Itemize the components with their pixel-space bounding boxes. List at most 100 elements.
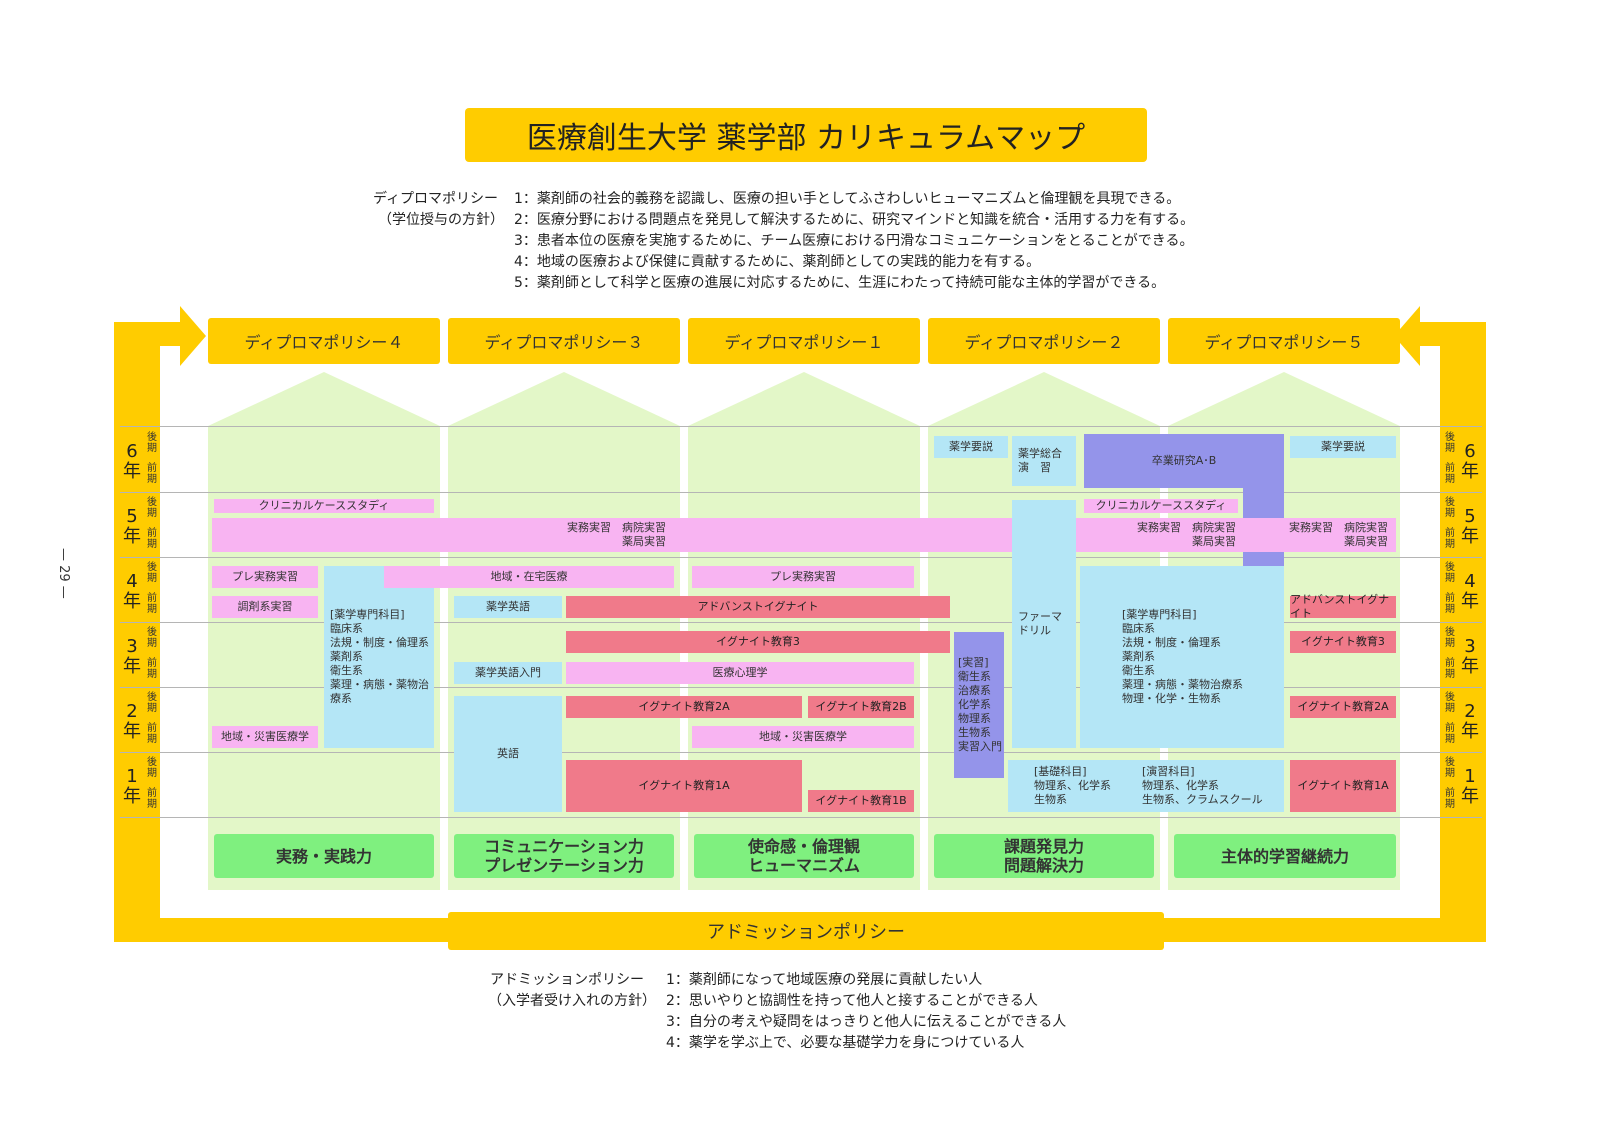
semester-early: 前期 bbox=[147, 528, 157, 550]
course-sogo-ensyu: 薬学総合 演 習 bbox=[1012, 436, 1076, 486]
year-label-6: 6年 bbox=[123, 441, 141, 482]
course-eigo-nyumon: 薬学英語入門 bbox=[454, 662, 562, 684]
grid-line bbox=[120, 622, 1482, 623]
course-yakugaku-eigo: 薬学英語 bbox=[454, 596, 562, 618]
competency-dp3: コミュニケーション力 プレゼンテーション力 bbox=[454, 834, 674, 878]
frame-left-bar bbox=[114, 322, 160, 942]
grid-line bbox=[120, 426, 1482, 427]
course-chiiki-saigai: 地域・災害医療学 bbox=[212, 726, 318, 748]
course-label: 物理系、化学系 bbox=[1034, 779, 1111, 792]
course-label: 衛生系 bbox=[958, 670, 991, 683]
admission-policy-item-3: 3：自分の考えや疑問をはっきりと他人に伝えることができる人 bbox=[666, 1014, 1067, 1030]
course-label: 化学系 bbox=[958, 698, 991, 711]
arrow-right-icon bbox=[180, 306, 206, 366]
course-ignite-2a-dp5: イグナイト教育2A bbox=[1290, 696, 1396, 718]
course-iryo-shinri: 医療心理学 bbox=[566, 662, 914, 684]
year-label-1: 1年 bbox=[123, 766, 141, 807]
course-label: 生物系、クラムスクール bbox=[1142, 793, 1263, 806]
frame-top-right-bar bbox=[1416, 322, 1486, 346]
semester-early: 前期 bbox=[147, 788, 157, 810]
competency-dp4: 実務・実践力 bbox=[214, 834, 434, 878]
competency-label: プレゼンテーション力 bbox=[484, 856, 644, 875]
diploma-policy-item-2: 2：医療分野における問題点を発見して解決するために、研究マインドと知識を統合・活… bbox=[514, 212, 1195, 228]
course-label: 物理系 bbox=[958, 712, 991, 725]
page-title: 医療創生大学 薬学部 カリキュラムマップ bbox=[465, 108, 1147, 162]
course-label: 薬局実習 bbox=[1344, 535, 1388, 548]
course-label: クリニカルケーススタディ bbox=[258, 499, 390, 512]
semester-late: 後期 bbox=[147, 562, 157, 584]
column-header-dp5: ディプロマポリシー５ bbox=[1168, 318, 1400, 364]
course-label: 演 習 bbox=[1018, 461, 1051, 474]
semester-late: 後期 bbox=[147, 627, 157, 649]
course-ignite-3: イグナイト教育3 bbox=[566, 631, 950, 653]
course-label: 卒業研究A･B bbox=[1151, 454, 1217, 467]
course-label: 実習入門 bbox=[958, 740, 1002, 753]
semester-early: 前期 bbox=[147, 723, 157, 745]
course-label: 薬学英語 bbox=[486, 600, 530, 613]
column-header-dp1: ディプロマポリシー１ bbox=[688, 318, 920, 364]
course-senmon-kamoku: [薬学専門科目] 臨床系 法規・制度・倫理系 薬剤系 衛生系 薬理・病態・薬物治… bbox=[324, 566, 434, 748]
course-label: [薬学専門科目] bbox=[330, 608, 405, 621]
column-roof-4 bbox=[928, 372, 1160, 426]
grid-line bbox=[120, 557, 1482, 558]
competency-label: コミュニケーション力 bbox=[484, 837, 644, 856]
course-label: 英語 bbox=[497, 747, 519, 760]
grid-line bbox=[120, 492, 1482, 493]
competency-label: 実務・実践力 bbox=[275, 846, 372, 866]
course-jitsumu-jisshu-dp5: 実務実習 病院実習 薬局実習 bbox=[1284, 518, 1396, 552]
year-label-5: 5年 bbox=[123, 506, 141, 547]
year-label-2: 2年 bbox=[123, 701, 141, 742]
diploma-policy-item-4: 4：地域の医療および保健に貢献するために、薬剤師としての実践的能力を有する。 bbox=[514, 254, 1041, 270]
course-label: 物理系、化学系 bbox=[1142, 779, 1219, 792]
year-label-3: 3年 bbox=[123, 636, 141, 677]
course-eigo: 英語 bbox=[454, 696, 562, 812]
course-jitsumu-jisshu: 実務実習 病院実習 薬局実習 bbox=[212, 518, 1012, 552]
course-clinical-case-study-dp2: クリニカルケーススタディ bbox=[1084, 499, 1238, 513]
course-label: 地域・在宅医療 bbox=[490, 570, 568, 583]
semester-early: 前期 bbox=[1445, 463, 1455, 485]
course-label: アドバンストイグナイト bbox=[1290, 593, 1390, 620]
course-label: 生物系 bbox=[1034, 793, 1067, 806]
competency-label: ヒューマニズム bbox=[747, 856, 860, 875]
semester-early: 前期 bbox=[147, 593, 157, 615]
semester-early: 前期 bbox=[1445, 528, 1455, 550]
competency-label: 課題発見力 bbox=[1003, 837, 1084, 856]
course-label: 臨床系 bbox=[1122, 622, 1155, 635]
year-label-1-right: 1年 bbox=[1461, 766, 1479, 807]
course-label: 地域・災害医療学 bbox=[759, 730, 847, 743]
course-label: [基礎科目] bbox=[1034, 765, 1087, 778]
course-label: [実習] bbox=[958, 656, 989, 669]
competency-dp5: 主体的学習継続力 bbox=[1174, 834, 1396, 878]
year-label-4-right: 4年 bbox=[1461, 571, 1479, 612]
course-label: イグナイト教育2B bbox=[815, 700, 907, 713]
course-label: アドバンストイグナイト bbox=[697, 600, 819, 613]
course-sotsugyo-kenkyu: 卒業研究A･B bbox=[1084, 434, 1284, 488]
competency-dp1: 使命感・倫理観 ヒューマニズム bbox=[694, 834, 914, 878]
competency-dp2: 課題発見力 問題解決力 bbox=[934, 834, 1154, 878]
course-label: イグナイト教育1B bbox=[815, 794, 907, 807]
column-roof-5 bbox=[1168, 372, 1400, 426]
course-label: 地域・災害医療学 bbox=[221, 730, 309, 743]
semester-late: 後期 bbox=[1445, 432, 1455, 454]
course-chozai: 調剤系実習 bbox=[212, 596, 318, 618]
course-label: 薬局実習 bbox=[622, 535, 666, 548]
course-clinical-case-study: クリニカルケーススタディ bbox=[214, 499, 434, 513]
admission-banner: アドミッションポリシー bbox=[448, 912, 1164, 950]
semester-late: 後期 bbox=[1445, 562, 1455, 584]
competency-label: 使命感・倫理観 bbox=[747, 837, 860, 856]
year-label-3-right: 3年 bbox=[1461, 636, 1479, 677]
grid-line bbox=[120, 752, 1482, 753]
column-header-dp3: ディプロマポリシー３ bbox=[448, 318, 680, 364]
course-label: イグナイト教育2A bbox=[1297, 700, 1389, 713]
course-yakugaku-yosetsu-dp5: 薬学要説 bbox=[1290, 436, 1396, 458]
course-label: 実務実習 病院実習 bbox=[1137, 521, 1236, 534]
course-kiso-kamoku: [基礎科目] 物理系、化学系 生物系 bbox=[1008, 760, 1142, 812]
course-label: 法規・制度・倫理系 bbox=[330, 636, 429, 649]
course-label: 薬剤系 bbox=[1122, 650, 1155, 663]
semester-early: 前期 bbox=[1445, 788, 1455, 810]
course-senmon-kamoku-right: [薬学専門科目] 臨床系 法規・制度・倫理系 薬剤系 衛生系 薬理・病態・薬物治… bbox=[1080, 566, 1284, 748]
column-header-dp2: ディプロマポリシー２ bbox=[928, 318, 1160, 364]
semester-late: 後期 bbox=[147, 432, 157, 454]
course-chiiki-zaitaku: 地域・在宅医療 bbox=[384, 566, 674, 588]
course-label: [薬学専門科目] bbox=[1122, 608, 1197, 621]
